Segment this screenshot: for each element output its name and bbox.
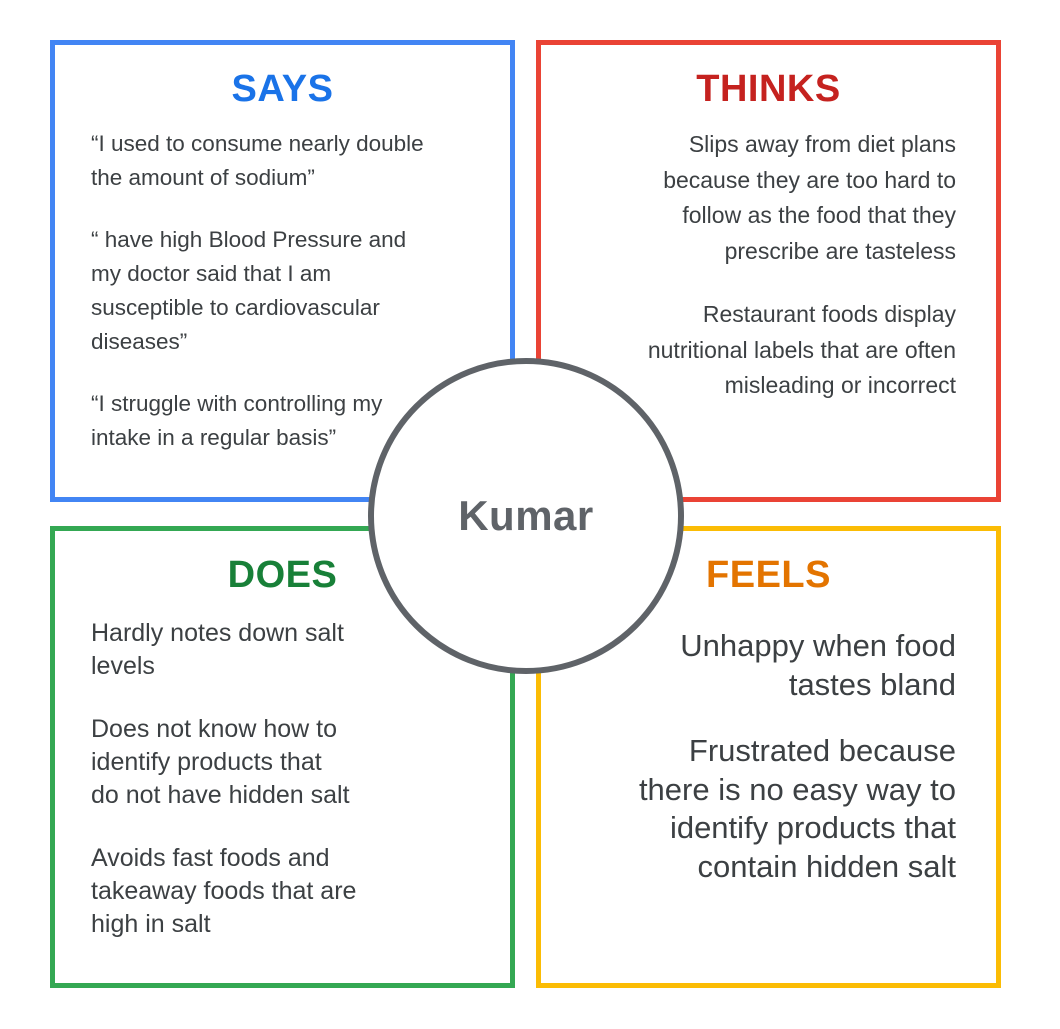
says-quadrant: SAYS “I used to consume nearly double th…	[50, 40, 515, 502]
says-items: “I used to consume nearly double the amo…	[91, 127, 451, 483]
does-item: Avoids fast foods and takeaway foods tha…	[91, 844, 357, 938]
feels-item: Unhappy when food tastes bland	[680, 628, 956, 702]
feels-title: FEELS	[706, 554, 831, 596]
thinks-item: Slips away from diet plans because they …	[663, 131, 956, 264]
says-item: “I struggle with controlling my intake i…	[91, 391, 383, 450]
does-item: Does not know how to identify products t…	[91, 715, 350, 809]
does-title: DOES	[227, 554, 338, 596]
says-item: “I used to consume nearly double the amo…	[91, 131, 424, 190]
says-title: SAYS	[231, 68, 334, 110]
does-item: Hardly notes down salt levels	[91, 619, 344, 680]
does-quadrant: DOES Hardly notes down salt levels Does …	[50, 526, 515, 988]
thinks-items: Slips away from diet plans because they …	[576, 127, 956, 432]
does-items: Hardly notes down salt levels Does not k…	[91, 617, 421, 971]
persona-circle: Kumar	[368, 358, 684, 674]
thinks-title: THINKS	[696, 68, 841, 110]
feels-items: Unhappy when food tastes bland Frustrate…	[596, 627, 956, 914]
feels-item: Frustrated because there is no easy way …	[638, 733, 956, 884]
thinks-item: Restaurant foods display nutritional lab…	[647, 301, 956, 398]
persona-name: Kumar	[458, 492, 594, 539]
says-item: “ have high Blood Pressure and my doctor…	[91, 227, 407, 354]
